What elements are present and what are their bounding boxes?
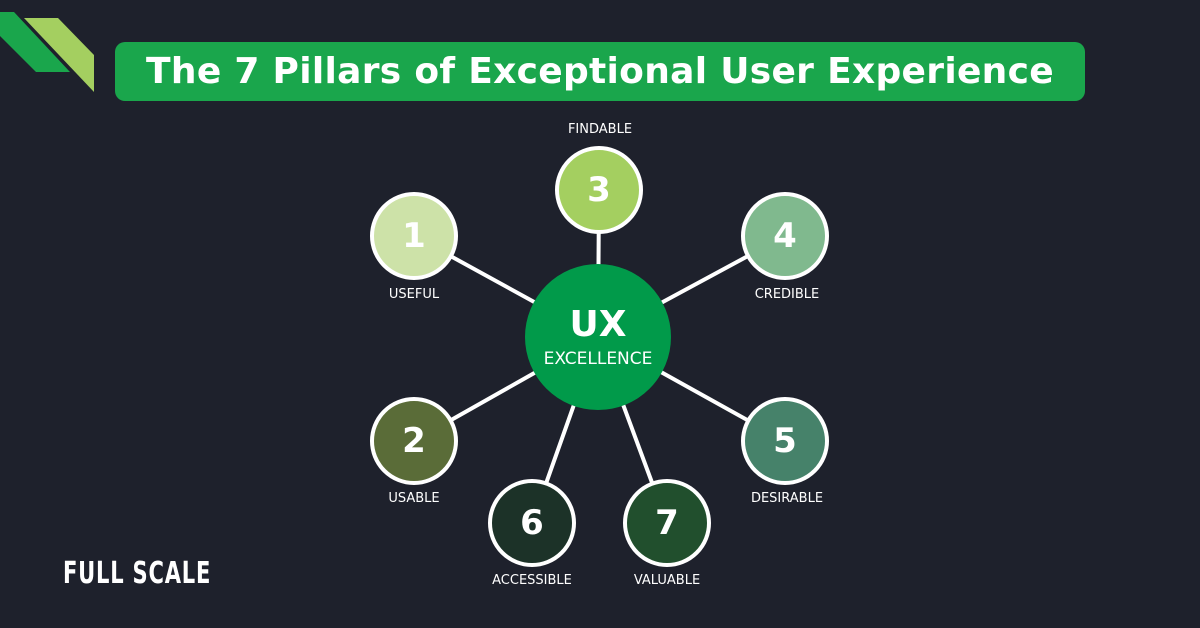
pillar-4-label: CREDIBLE	[754, 287, 820, 302]
pillar-number: 2	[402, 421, 426, 461]
pillar-number: 4	[773, 216, 797, 256]
pillar-7-label: VALUABLE	[633, 573, 701, 588]
pillar-4-node: 4	[741, 192, 829, 280]
pillar-5-node: 5	[741, 397, 829, 485]
pillar-5-label: DESIRABLE	[750, 491, 824, 506]
pillar-3-node: 3	[555, 146, 643, 234]
pillar-number: 1	[402, 216, 426, 256]
pillar-1-label: USEFUL	[388, 287, 440, 302]
hub-title: UX	[569, 304, 627, 345]
pillar-number: 7	[655, 503, 679, 543]
hub-ux-excellence: UX EXCELLENCE	[525, 264, 671, 410]
pillar-number: 5	[773, 421, 797, 461]
pillar-6-node: 6	[488, 479, 576, 567]
pillar-2-node: 2	[370, 397, 458, 485]
page-title: The 7 Pillars of Exceptional User Experi…	[146, 51, 1054, 92]
pillar-3-label: FINDABLE	[567, 122, 633, 137]
title-banner: The 7 Pillars of Exceptional User Experi…	[115, 42, 1085, 101]
decorative-stripes	[0, 12, 94, 92]
pillar-1-node: 1	[370, 192, 458, 280]
hub-subtitle: EXCELLENCE	[543, 349, 653, 369]
pillar-2-label: USABLE	[388, 491, 440, 506]
pillar-6-label: ACCESSIBLE	[492, 573, 572, 588]
brand-logo: FULL SCALE	[63, 556, 212, 591]
pillar-number: 6	[520, 503, 544, 543]
pillar-number: 3	[587, 170, 611, 210]
pillar-7-node: 7	[623, 479, 711, 567]
